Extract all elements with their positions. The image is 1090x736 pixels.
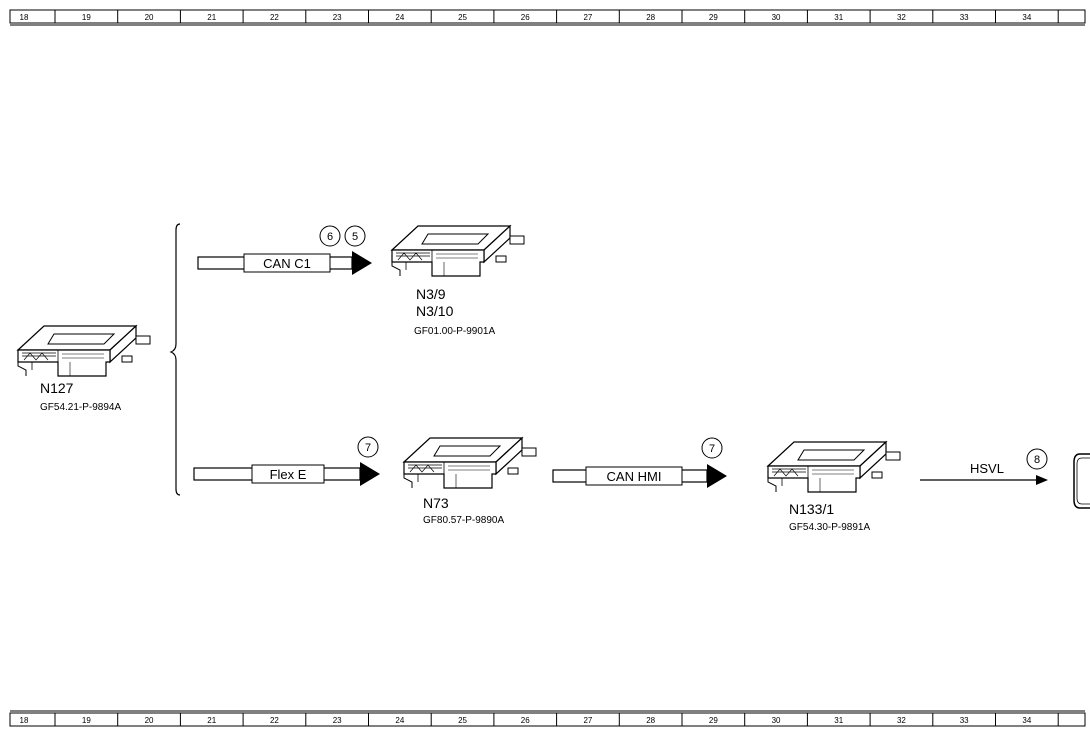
callout-7-flex: 7 bbox=[365, 442, 371, 454]
module-n3-10-name: N3/10 bbox=[416, 303, 454, 319]
top-ruler-label-29: 29 bbox=[709, 13, 718, 22]
bottom-ruler-label-34: 34 bbox=[1022, 716, 1031, 725]
bottom-ruler-label-33: 33 bbox=[960, 716, 969, 725]
bottom-ruler-label-26: 26 bbox=[521, 716, 530, 725]
bottom-ruler-label-19: 19 bbox=[82, 716, 91, 725]
module-n127-ref: GF54.21-P-9894A bbox=[40, 402, 121, 413]
top-ruler-label-21: 21 bbox=[207, 13, 216, 22]
module-n73-name: N73 bbox=[423, 495, 449, 511]
bottom-ruler-label-25: 25 bbox=[458, 716, 467, 725]
bottom-ruler-label-22: 22 bbox=[270, 716, 279, 725]
module-n3-ref: GF01.00-P-9901A bbox=[414, 326, 495, 337]
bottom-ruler-label-27: 27 bbox=[583, 716, 592, 725]
bottom-ruler-label-20: 20 bbox=[145, 716, 154, 725]
top-ruler-label-20: 20 bbox=[145, 13, 154, 22]
bottom-ruler-label-18: 18 bbox=[20, 716, 29, 725]
top-ruler-label-34: 34 bbox=[1022, 13, 1031, 22]
bottom-ruler-label-32: 32 bbox=[897, 716, 906, 725]
top-ruler-label-28: 28 bbox=[646, 13, 655, 22]
hsvl-label: HSVL bbox=[970, 461, 1004, 476]
top-ruler-label-27: 27 bbox=[583, 13, 592, 22]
module-n133-1-name: N133/1 bbox=[789, 501, 834, 517]
callout-5: 5 bbox=[352, 231, 358, 243]
bottom-ruler-label-29: 29 bbox=[709, 716, 718, 725]
callout-6: 6 bbox=[327, 231, 333, 243]
bottom-ruler-label-23: 23 bbox=[333, 716, 342, 725]
bottom-ruler-label-30: 30 bbox=[772, 716, 781, 725]
can-hmi-arrow: CAN HMI 7 bbox=[552, 437, 727, 488]
top-ruler-label-30: 30 bbox=[772, 13, 781, 22]
bottom-ruler-label-28: 28 bbox=[646, 716, 655, 725]
flex-e-arrow: Flex E 7 bbox=[193, 436, 380, 486]
top-ruler-label-32: 32 bbox=[897, 13, 906, 22]
can-c1-arrow: CAN C1 6 5 bbox=[197, 225, 372, 275]
top-ruler-label-33: 33 bbox=[960, 13, 969, 22]
top-ruler-label-25: 25 bbox=[458, 13, 467, 22]
top-ruler-label-24: 24 bbox=[395, 13, 404, 22]
bottom-ruler: 18 19 20 21 22 23 24 25 26 27 28 29 30 31 32 33 34 bbox=[9, 710, 1086, 727]
bottom-ruler-label-21: 21 bbox=[207, 716, 216, 725]
module-n73: N73 GF80.57-P-9890A bbox=[403, 437, 537, 526]
top-ruler-label-19: 19 bbox=[82, 13, 91, 22]
bottom-ruler-label-24: 24 bbox=[395, 716, 404, 725]
bottom-ruler-label-31: 31 bbox=[834, 716, 843, 725]
top-ruler-label-26: 26 bbox=[521, 13, 530, 22]
hsvl-arrow: HSVL 8 bbox=[920, 448, 1048, 485]
callout-7-hmi: 7 bbox=[709, 443, 715, 455]
can-c1-label: CAN C1 bbox=[263, 256, 311, 271]
can-hmi-label: CAN HMI bbox=[607, 469, 662, 484]
top-ruler-label-31: 31 bbox=[834, 13, 843, 22]
callout-8: 8 bbox=[1034, 454, 1040, 466]
module-n133-1: N133/1 GF54.30-P-9891A bbox=[767, 441, 901, 533]
top-ruler-label-23: 23 bbox=[333, 13, 342, 22]
module-n3: N3/9 N3/10 GF01.00-P-9901A bbox=[391, 225, 525, 337]
module-n127: N127 GF54.21-P-9894A bbox=[17, 325, 151, 413]
module-n133-1-ref: GF54.30-P-9891A bbox=[789, 522, 870, 533]
module-n73-ref: GF80.57-P-9890A bbox=[423, 515, 504, 526]
module-n127-name: N127 bbox=[40, 380, 74, 396]
flex-e-label: Flex E bbox=[270, 467, 307, 482]
branch-brace bbox=[169, 223, 181, 496]
top-ruler-label-18: 18 bbox=[20, 13, 29, 22]
top-ruler: 18 19 20 21 22 23 24 25 26 27 28 29 30 31 32 33 34 bbox=[9, 9, 1086, 26]
next-module-edge bbox=[1073, 453, 1090, 509]
module-n3-9-name: N3/9 bbox=[416, 286, 446, 302]
top-ruler-label-22: 22 bbox=[270, 13, 279, 22]
